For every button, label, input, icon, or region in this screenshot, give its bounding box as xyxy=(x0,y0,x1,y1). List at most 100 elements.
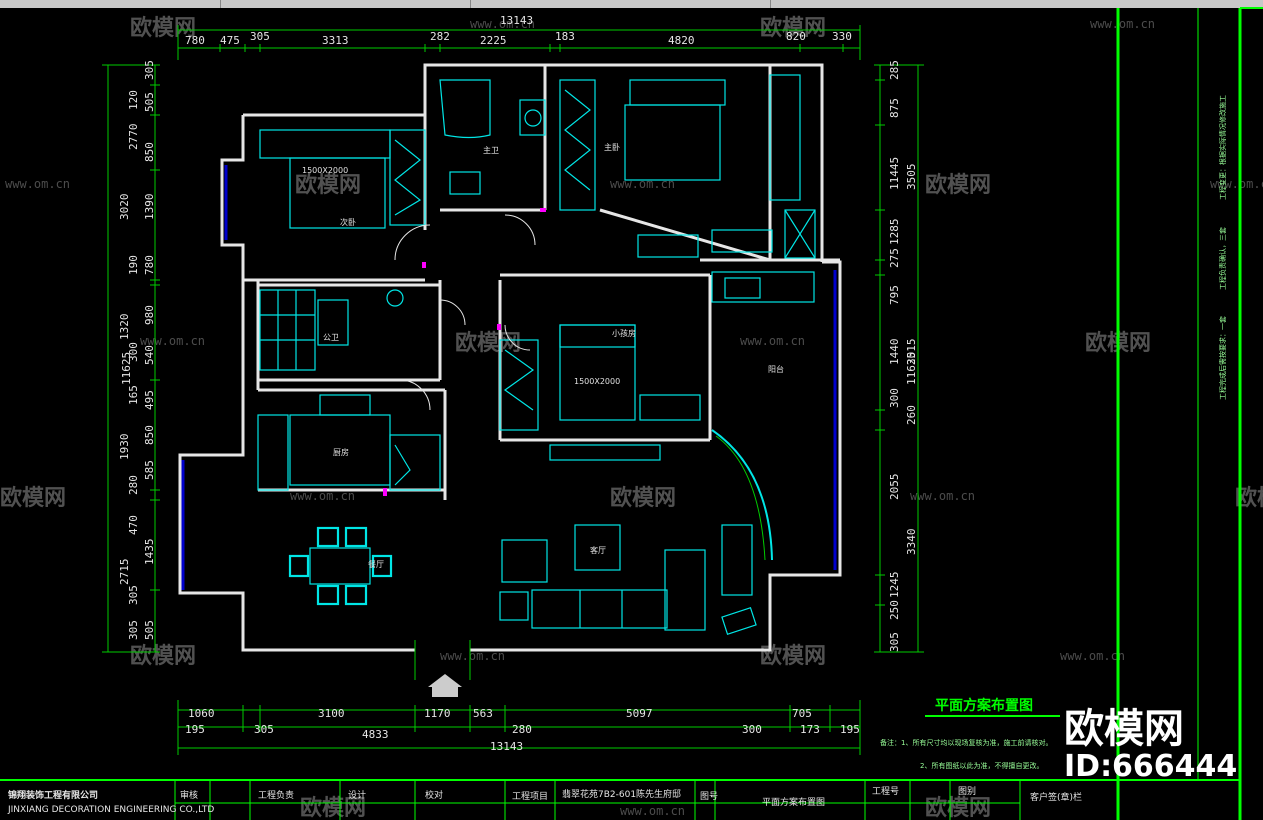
dim-left-total: 11625 xyxy=(120,352,133,385)
dim-right: 1245 xyxy=(888,572,901,599)
dim-bottom: 300 xyxy=(742,723,762,736)
dim-right: 260 xyxy=(905,405,918,425)
company-name-en: JINXIANG DECORATION ENGINEERING CO.,LTD xyxy=(7,805,214,815)
side-note: 工程完成后需按要求：一套 xyxy=(1218,316,1227,400)
dim-bottom: 195 xyxy=(185,723,205,736)
dim-bottom: 173 xyxy=(800,723,820,736)
tb-sheet-name: 平面方案布置图 xyxy=(762,796,825,808)
dim-left: 2770 xyxy=(127,124,140,151)
room-label-dining: 餐厅 xyxy=(368,560,384,569)
brand-logo: 欧模网 xyxy=(1064,706,1184,752)
dim-right: 795 xyxy=(888,285,901,305)
dim-left: 280 xyxy=(127,475,140,495)
dim-left: 300 xyxy=(127,342,140,362)
bed-size-label: 1500X2000 xyxy=(302,166,348,175)
tb-mini-label: 图号 xyxy=(700,791,718,802)
room-label-master-bedroom: 主卧 xyxy=(604,142,620,152)
dim-left: 505 xyxy=(143,620,156,640)
dim-top: 475 xyxy=(220,34,240,47)
room-label-master-bath: 主卫 xyxy=(483,145,499,155)
watermark-url: www.om.cn xyxy=(1210,177,1263,191)
dim-left: 585 xyxy=(143,460,156,480)
dim-left: 1930 xyxy=(118,434,131,461)
dim-right: 2055 xyxy=(888,474,901,501)
dim-left: 2715 xyxy=(118,559,131,586)
note-line: 2、所有图纸以此为准，不得擅自更改。 xyxy=(920,761,1043,770)
dim-bottom: 705 xyxy=(792,707,812,720)
dim-right: 285 xyxy=(888,60,901,80)
watermark-logo: 欧模网 xyxy=(925,172,991,198)
watermark-url: www.om.cn xyxy=(620,804,685,818)
dim-bottom: 305 xyxy=(254,723,274,736)
dim-top: 330 xyxy=(832,30,852,43)
dim-left: 120 xyxy=(127,90,140,110)
side-note: 工程变更：根据实际情况修改施工 xyxy=(1218,95,1227,200)
dimension-text: 13143 780 475 305 3313 282 2225 183 4820… xyxy=(118,14,918,753)
dim-right: 3015 xyxy=(905,339,918,366)
dim-right: 3340 xyxy=(905,529,918,556)
watermark-url: www.om.cn xyxy=(740,334,805,348)
tb-project-item: 工程项目 xyxy=(512,791,548,802)
dim-right: 250 xyxy=(888,600,901,620)
dim-bottom: 1060 xyxy=(188,707,215,720)
tb-project-name: 翡翠花苑7B2-601陈先生府邸 xyxy=(562,788,681,800)
dim-top: 282 xyxy=(430,30,450,43)
dim-left: 165 xyxy=(127,385,140,405)
room-label-bedroom: 次卧 xyxy=(340,217,356,227)
watermark-logo: 欧模网 xyxy=(130,643,196,669)
tb-review: 审核 xyxy=(180,789,198,801)
dim-bottom: 3100 xyxy=(318,707,345,720)
tb-drawing-no: 工程号 xyxy=(872,786,899,797)
door-jamb-markers xyxy=(383,208,546,496)
curved-window-inner xyxy=(715,435,766,561)
watermark-logo: 欧模网 xyxy=(455,330,521,356)
dim-left: 850 xyxy=(143,425,156,445)
watermark-logo: 欧模网 xyxy=(610,485,676,511)
drawing-title: 平面方案布置图 xyxy=(935,697,1033,714)
title-block-text: 锦翔装饰工程有限公司 JINXIANG DECORATION ENGINEERI… xyxy=(7,786,1082,815)
room-label-public-bath: 公卫 xyxy=(323,333,339,342)
notes-block: 备注：1、所有尺寸均以现场复核为准，施工前请核对。 2、所有图纸以此为准，不得擅… xyxy=(880,738,1052,770)
curved-window xyxy=(711,429,773,561)
company-name: 锦翔装饰工程有限公司 xyxy=(8,789,98,801)
dim-left: 305 xyxy=(127,585,140,605)
watermark-logo: 欧模网 xyxy=(0,485,66,511)
room-labels: 次卧 1500X2000 主卫 主卧 公卫 小孩房 1500X2000 厨房 阳… xyxy=(302,142,784,569)
dim-bottom: 4833 xyxy=(362,728,389,741)
dim-right: 3505 xyxy=(905,164,918,191)
side-notes: 工程完成后需按要求：一套 工程负责确认，三套 工程变更：根据实际情况修改施工 xyxy=(1218,95,1227,400)
dim-top: 780 xyxy=(185,34,205,47)
note-line: 备注：1、所有尺寸均以现场复核为准，施工前请核对。 xyxy=(880,738,1052,747)
room-label-kid-room: 小孩房 xyxy=(612,328,636,338)
dim-right: 875 xyxy=(888,98,901,118)
dim-left: 305 xyxy=(127,620,140,640)
watermark-url: www.om.cn xyxy=(140,334,205,348)
dim-left: 780 xyxy=(143,255,156,275)
dim-top: 820 xyxy=(786,30,806,43)
watermark-url: www.om.cn xyxy=(470,17,535,31)
dim-right: 275 xyxy=(888,248,901,268)
entrance-marker xyxy=(414,640,471,697)
dim-top: 183 xyxy=(555,30,575,43)
dim-bottom-total: 13143 xyxy=(490,740,523,753)
tb-drawing: 图别 xyxy=(958,786,976,797)
room-label-balcony: 阳台 xyxy=(768,364,784,374)
dim-top: 305 xyxy=(250,30,270,43)
dim-left: 1320 xyxy=(118,314,131,341)
dim-left: 1435 xyxy=(143,539,156,566)
tb-client-sign: 客户签(章)栏 xyxy=(1030,791,1082,803)
dim-left: 3020 xyxy=(118,194,131,221)
living-furniture xyxy=(499,524,757,635)
watermark-layer: 欧模网 www.om.cn 欧模网 www.om.cn www.om.cn 欧模… xyxy=(0,15,1263,820)
room-label-kitchen: 厨房 xyxy=(333,447,349,457)
dim-right: 305 xyxy=(888,632,901,652)
dim-left: 470 xyxy=(127,515,140,535)
dim-left: 305 xyxy=(143,60,156,80)
dim-left: 540 xyxy=(143,345,156,365)
watermark-url: www.om.cn xyxy=(5,177,70,191)
dim-left: 495 xyxy=(143,390,156,410)
drawing-id: ID:666444 xyxy=(1064,749,1237,784)
wall-layer xyxy=(178,63,842,652)
dim-top-total: 13143 xyxy=(500,14,533,27)
